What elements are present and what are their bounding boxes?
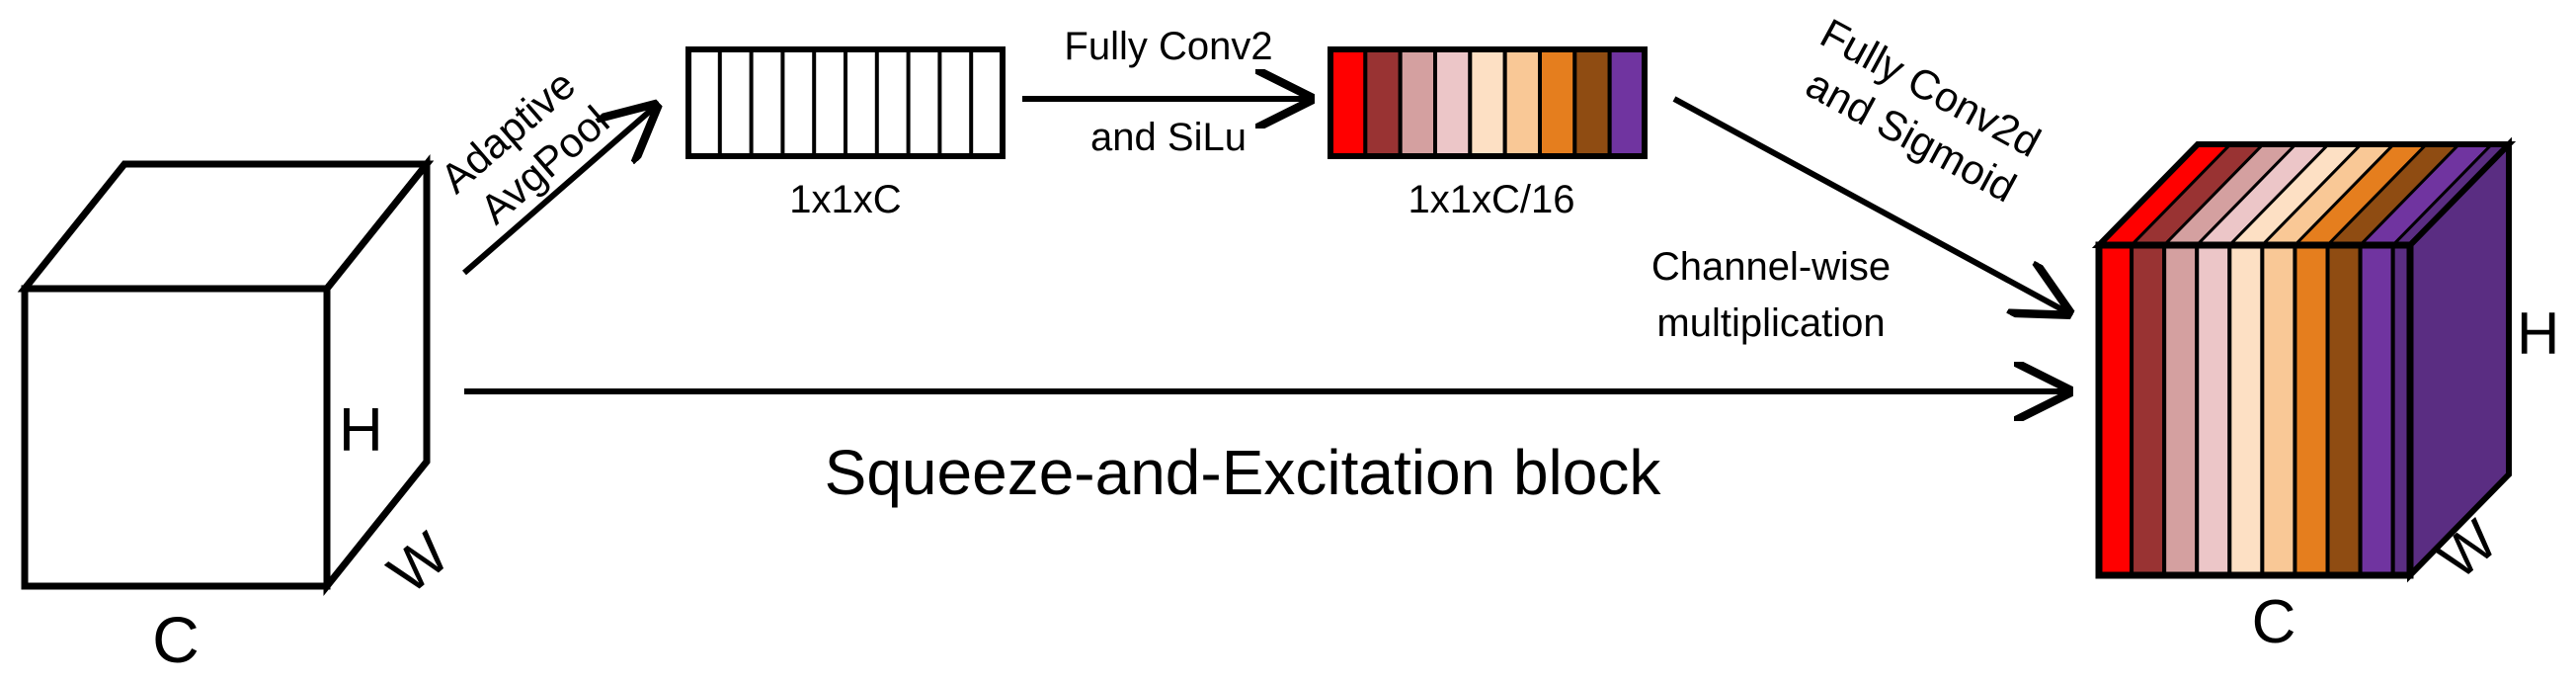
multiplication-label-line1: Channel-wise — [1651, 245, 1891, 289]
output-front-strip — [2162, 243, 2200, 577]
excitation-channel-cell — [1433, 47, 1473, 158]
output-front-strip — [2097, 243, 2134, 577]
output-front-strip — [2195, 243, 2232, 577]
output-front-strip — [2260, 243, 2297, 577]
diagram-title: Squeeze-and-Excitation block — [825, 437, 1662, 508]
excitation-channel-cell — [1572, 47, 1612, 158]
input-cube-front-face — [21, 285, 331, 590]
excitation-vector-label: 1x1xC/16 — [1409, 178, 1575, 221]
input-height-label: H — [339, 396, 383, 465]
conv1-label-line2: and SiLu — [1090, 116, 1247, 159]
input-channel-label: C — [152, 603, 200, 676]
excitation-channel-cell — [1538, 47, 1577, 158]
squeeze-vector — [685, 46, 1006, 159]
squeeze-vector-label: 1x1xC — [789, 178, 901, 221]
output-height-label: H — [2517, 300, 2559, 367]
input-feature-cube — [17, 154, 435, 596]
output-front-strip — [2293, 243, 2330, 577]
excitation-vector-frame — [1328, 46, 1648, 159]
excitation-channel-cell — [1468, 47, 1507, 158]
excitation-channel-cell — [1363, 47, 1403, 158]
output-feature-cube — [2091, 136, 2517, 583]
output-front-strip — [2130, 243, 2167, 577]
avgpool-label: Adaptive AvgPool — [432, 53, 625, 239]
excitation-vector — [1328, 46, 1648, 159]
conv1-label-line1: Fully Conv2 — [1064, 25, 1272, 68]
output-front-strip — [2227, 243, 2265, 577]
excitation-channel-cell — [1607, 47, 1647, 158]
excitation-channel-cell — [1328, 47, 1368, 158]
avgpool-arrow — [462, 107, 655, 276]
excitation-channel-cell — [1398, 47, 1437, 158]
multiplication-label-line2: multiplication — [1656, 301, 1885, 345]
output-channel-label: C — [2252, 588, 2296, 656]
conv2-arrow — [1672, 96, 2067, 312]
output-cube-top-outline — [2091, 141, 2517, 248]
input-width-label: W — [375, 520, 461, 607]
excitation-channel-cell — [1502, 47, 1542, 158]
output-front-strip — [2325, 243, 2363, 577]
output-front-strip — [2358, 243, 2395, 577]
